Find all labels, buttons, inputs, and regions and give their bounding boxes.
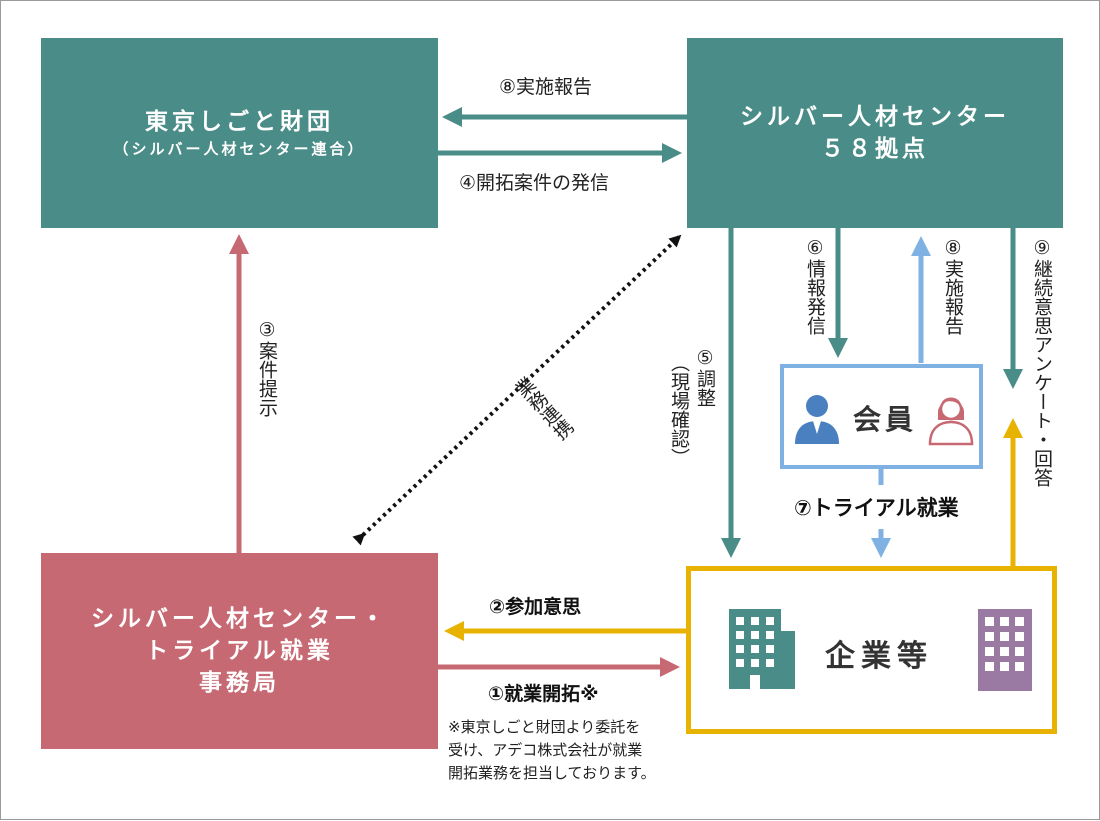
member-box: 会員 xyxy=(780,364,983,469)
label-report-top: ⑧実施報告 xyxy=(499,76,593,98)
trial-office-line1: シルバー人材センター・ xyxy=(91,606,388,632)
office-building-icon xyxy=(729,609,795,689)
label-survey: ⑨継続意思アンケート・回答 xyxy=(1031,237,1053,487)
trial-office-box: シルバー人材センター・ トライアル就業 事務局 xyxy=(41,553,438,749)
office-building-icon xyxy=(978,609,1032,691)
label-info-dispatch: ⑥情報発信 xyxy=(804,237,826,335)
trial-office-line2: トライアル就業 xyxy=(145,638,334,664)
silver-centers-name: シルバー人材センター xyxy=(740,104,1010,130)
label-trial-work: ⑦トライアル就業 xyxy=(794,496,959,520)
footnote-line3: 開拓業務を担当しております。 xyxy=(448,764,656,782)
label-dispatch-cases: ④開拓案件の発信 xyxy=(459,172,610,194)
member-label: 会員 xyxy=(852,403,917,436)
man-person-icon xyxy=(795,395,839,444)
label-adjust-line1: ⑤調整 xyxy=(694,347,716,407)
company-box: 企業等 xyxy=(686,566,1057,734)
arrow-collaboration xyxy=(352,234,682,546)
label-adjust-line2: （現場確認） xyxy=(668,353,690,467)
footnote-line2: 受け、アデコ株式会社が就業 xyxy=(448,741,643,759)
label-job-development: ①就業開拓※ xyxy=(488,683,599,705)
footnote: ※東京しごと財団より委託を 受け、アデコ株式会社が就業 開拓業務を担当しておりま… xyxy=(448,716,656,785)
silver-centers-box: シルバー人材センター ５８拠点 xyxy=(687,38,1063,228)
footnote-line1: ※東京しごと財団より委託を xyxy=(448,718,641,736)
company-label: 企業等 xyxy=(825,639,933,674)
tokyo-foundation-name: 東京しごと財団 xyxy=(145,109,334,135)
label-report-member: ⑧実施報告 xyxy=(942,237,964,335)
label-participation: ②参加意思 xyxy=(489,596,582,618)
tokyo-foundation-subtitle: （シルバー人材センター連合） xyxy=(113,140,366,158)
trial-office-line3: 事務局 xyxy=(199,670,280,696)
woman-person-icon xyxy=(928,397,974,446)
silver-centers-count: ５８拠点 xyxy=(821,136,929,162)
label-present-cases: ③案件提示 xyxy=(256,319,278,417)
tokyo-foundation-box: 東京しごと財団 （シルバー人材センター連合） xyxy=(41,38,438,228)
